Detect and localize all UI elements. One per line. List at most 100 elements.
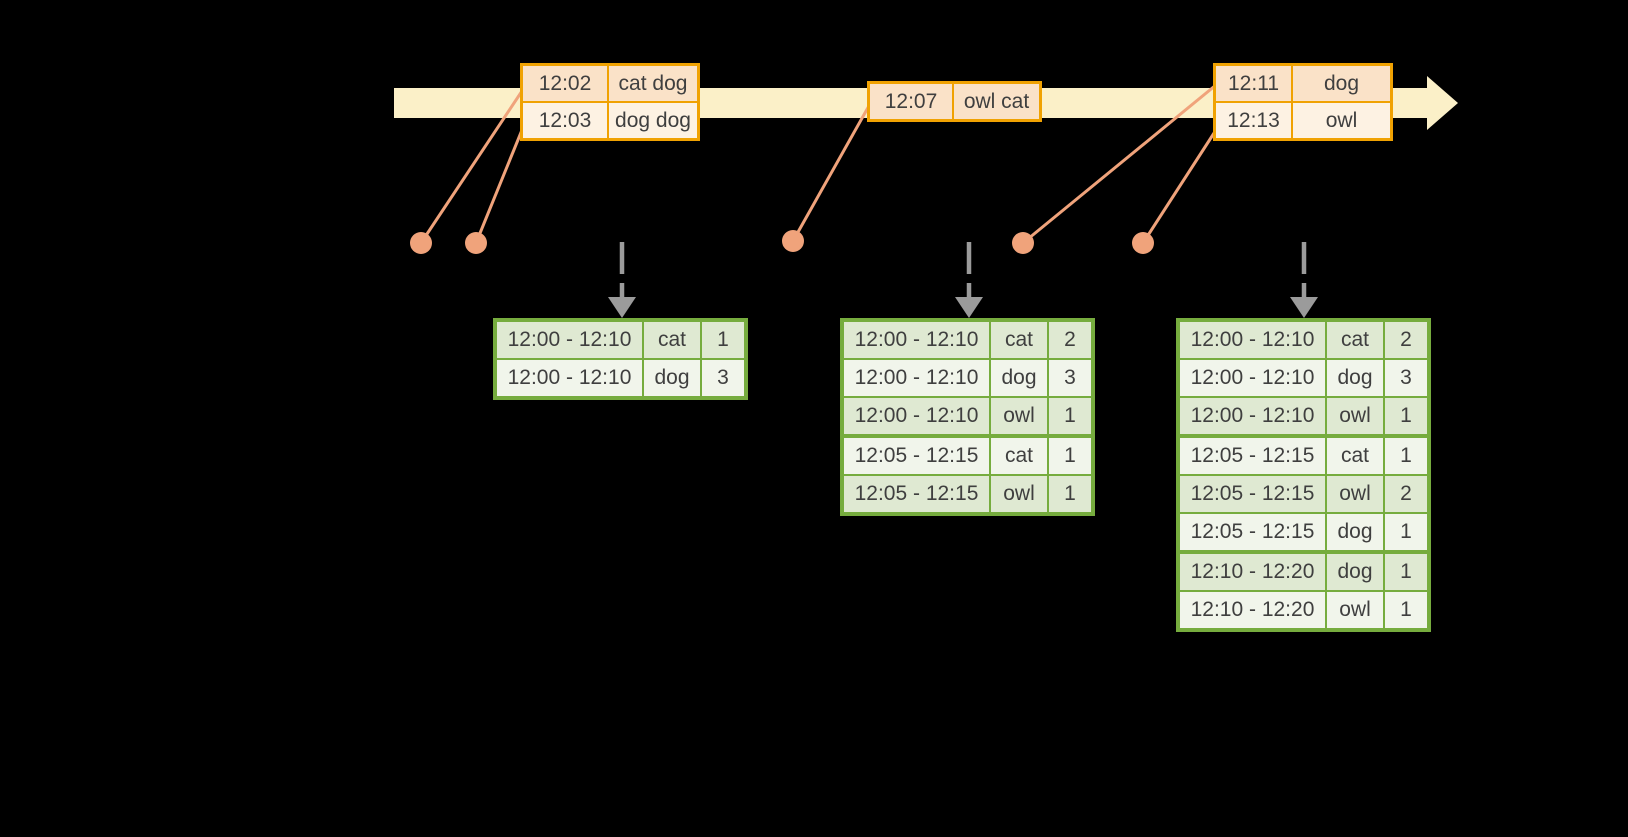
result-window-cell: 12:00 - 12:10 [841,358,991,398]
result-count-cell: 1 [1047,396,1094,437]
result-count-cell: 1 [1047,474,1094,515]
result-word-cell: dog [989,358,1049,398]
event-words-cell: owl cat [952,81,1042,122]
result-window-cell: 12:00 - 12:10 [494,358,644,399]
result-word-cell: dog [642,358,702,399]
result-count-cell: 1 [1383,590,1430,631]
result-word-cell: dog [1325,550,1385,592]
result-window-cell: 12:00 - 12:10 [1177,396,1327,437]
event-leader-line [1022,83,1217,245]
event-words-cell: dog [1291,63,1393,103]
dashed-down-arrow-icon [955,242,983,318]
result-window-cell: 12:10 - 12:20 [1177,550,1327,592]
result-word-cell: owl [989,474,1049,515]
event-words-cell: owl [1291,101,1393,141]
event-leader-line [419,87,526,244]
result-count-cell: 3 [1383,358,1430,398]
result-count-cell: 1 [1383,396,1430,437]
dashed-down-arrow-icon [608,242,636,318]
result-word-cell: cat [989,319,1049,360]
result-count-cell: 2 [1047,319,1094,360]
result-count-cell: 3 [1047,358,1094,398]
event-dot-icon [1012,232,1034,254]
event-time-cell: 12:03 [520,101,609,141]
event-dot-icon [782,230,804,252]
result-word-cell: cat [1325,434,1385,476]
result-word-cell: owl [1325,474,1385,514]
result-window-cell: 12:10 - 12:20 [1177,590,1327,631]
result-count-cell: 2 [1383,319,1430,360]
event-leader-line [791,103,872,242]
event-leader-line [1141,129,1218,244]
event-leader-line [474,129,524,244]
result-word-cell: owl [1325,590,1385,631]
event-time-cell: 12:07 [867,81,954,122]
result-count-cell: 1 [1383,512,1430,553]
event-words-cell: cat dog [607,63,700,103]
result-count-cell: 1 [1383,434,1430,476]
result-window-cell: 12:05 - 12:15 [841,434,991,476]
trigger-arrows [608,242,1318,318]
result-window-cell: 12:05 - 12:15 [1177,434,1327,476]
result-word-cell: owl [1325,396,1385,437]
result-word-cell: cat [1325,319,1385,360]
event-marker-lines [419,83,1218,245]
result-count-cell: 1 [700,319,747,360]
result-window-cell: 12:00 - 12:10 [841,319,991,360]
result-count-cell: 1 [1047,434,1094,476]
result-count-cell: 2 [1383,474,1430,514]
dashed-down-arrow-icon [1290,242,1318,318]
result-window-cell: 12:05 - 12:15 [1177,512,1327,553]
result-window-cell: 12:05 - 12:15 [841,474,991,515]
event-marker-dots [410,230,1154,254]
event-time-cell: 12:13 [1213,101,1293,141]
result-window-cell: 12:00 - 12:10 [1177,319,1327,360]
result-window-cell: 12:00 - 12:10 [494,319,644,360]
timeline-arrowhead-icon [1427,76,1458,130]
result-count-cell: 3 [700,358,747,399]
result-window-cell: 12:00 - 12:10 [841,396,991,437]
event-words-cell: dog dog [607,101,700,141]
result-word-cell: dog [1325,512,1385,553]
event-time-cell: 12:11 [1213,63,1293,103]
result-word-cell: owl [989,396,1049,437]
result-window-cell: 12:05 - 12:15 [1177,474,1327,514]
event-dot-icon [465,232,487,254]
event-dot-icon [410,232,432,254]
result-count-cell: 1 [1383,550,1430,592]
result-word-cell: dog [1325,358,1385,398]
result-word-cell: cat [642,319,702,360]
result-word-cell: cat [989,434,1049,476]
